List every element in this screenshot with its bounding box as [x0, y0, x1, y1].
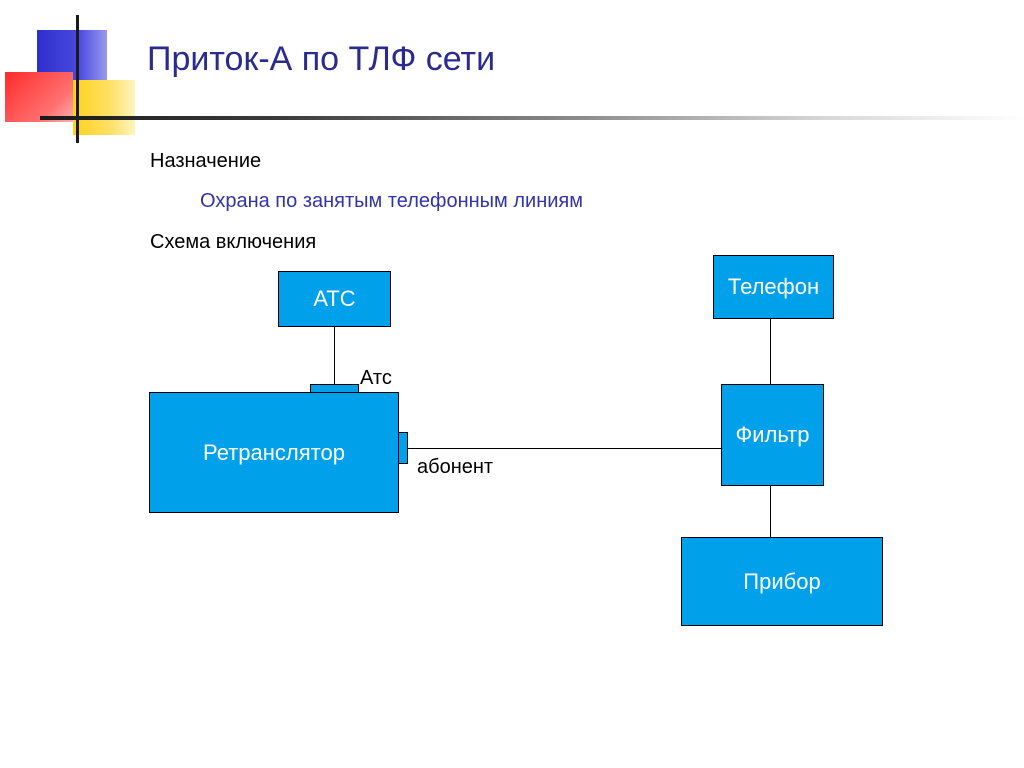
filter-box: Фильтр [721, 384, 824, 486]
scheme-heading: Схема включения [150, 231, 317, 253]
port-ats-label: Атс [360, 367, 392, 389]
decor-yellow-square [73, 80, 135, 135]
slide-title: Приток-А по ТЛФ сети [147, 40, 496, 78]
purpose-heading: Назначение [150, 150, 262, 172]
decor-title-underline [40, 116, 1024, 120]
port-subscriber-label: абонент [417, 456, 494, 478]
phone-box: Телефон [713, 255, 834, 319]
relay-box: Ретранслятор [149, 392, 399, 513]
purpose-text: Охрана по занятым телефонным линиям [200, 190, 583, 212]
device-box: Прибор [681, 537, 883, 626]
decor-red-square [5, 72, 73, 122]
connector-ats-relay [334, 327, 335, 385]
decor-vertical-line [76, 15, 79, 143]
ats-box: АТС [278, 271, 391, 327]
connector-phone-filter [770, 319, 771, 384]
connector-filter-device [770, 486, 771, 538]
connector-relay-filter [407, 448, 722, 449]
